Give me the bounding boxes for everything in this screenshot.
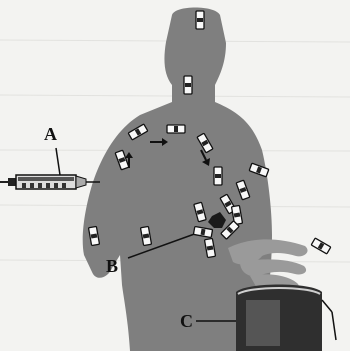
drip-bag xyxy=(236,285,336,351)
capsule xyxy=(196,11,204,29)
leader-a xyxy=(56,148,60,175)
label-b: B xyxy=(106,256,118,276)
capsule xyxy=(184,76,192,94)
label-c: C xyxy=(180,311,193,331)
capsule xyxy=(311,238,331,254)
label-a: A xyxy=(44,124,57,144)
capsule xyxy=(167,125,185,133)
syringe xyxy=(0,175,100,189)
capsule xyxy=(214,167,222,185)
